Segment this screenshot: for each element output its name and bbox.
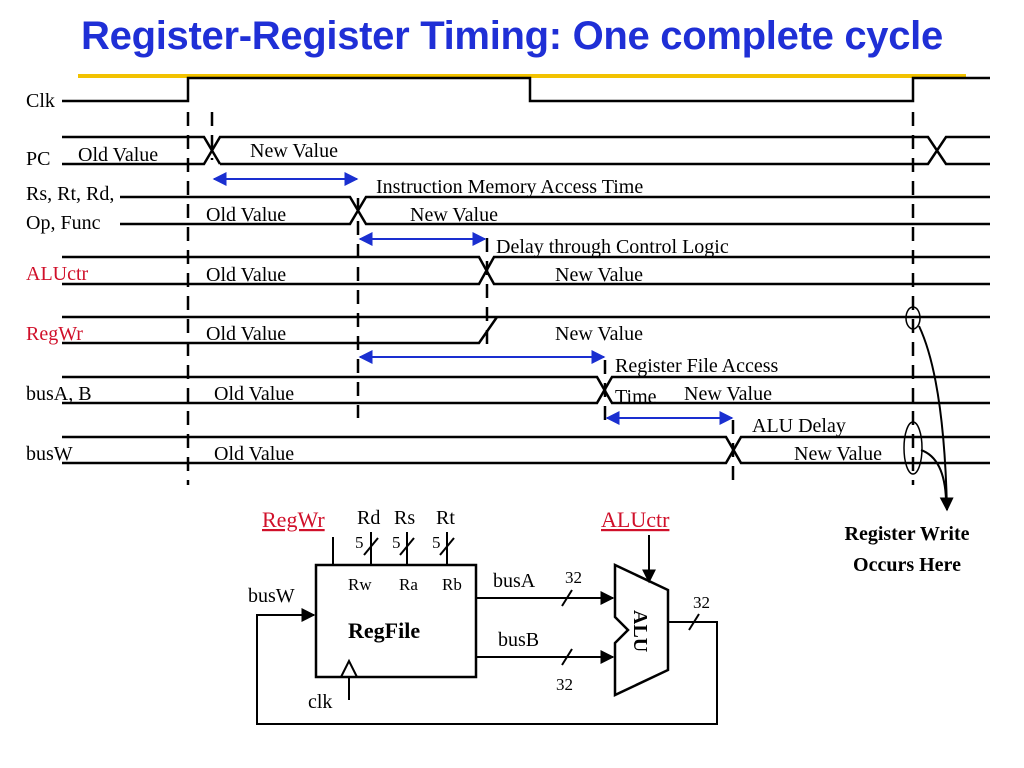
dp-busb-label: busB — [498, 629, 539, 651]
imem-delay-label: Instruction Memory Access Time — [376, 176, 643, 198]
pc-old-value: Old Value — [78, 144, 158, 166]
register-write-note-1: Register Write — [845, 523, 970, 545]
busw-waveform — [62, 435, 990, 465]
pc-new-value: New Value — [250, 140, 338, 162]
pc-waveform — [62, 135, 990, 166]
rs-new-value: New Value — [410, 204, 498, 226]
aluctr-waveform — [62, 255, 990, 286]
dp-ra-label: Ra — [399, 575, 418, 594]
dp-rs-label: Rs — [394, 507, 415, 529]
register-write-note-2: Occurs Here — [853, 554, 961, 576]
label-op-func: Op, Func — [26, 212, 101, 234]
regfile-delay-label-2: Time — [615, 386, 657, 408]
regwr-waveform — [62, 315, 990, 345]
regfile-delay-label-1: Register File Access — [615, 355, 779, 377]
dp-alu-out-width: 32 — [693, 593, 710, 612]
label-rs-rt-rd: Rs, Rt, Rd, — [26, 183, 114, 205]
label-pc: PC — [26, 148, 50, 170]
dp-rs-width: 5 — [392, 533, 401, 552]
dp-regfile-label: RegFile — [348, 618, 420, 643]
label-clk: Clk — [26, 90, 55, 112]
instruction-fields-waveform — [120, 195, 990, 226]
control-delay-label: Delay through Control Logic — [496, 236, 729, 258]
dp-busb-width: 32 — [556, 675, 573, 694]
label-aluctr: ALUctr — [26, 263, 89, 285]
dp-rd-label: Rd — [357, 507, 380, 529]
busw-old-value: Old Value — [214, 443, 294, 465]
regwr-old-value: Old Value — [206, 323, 286, 345]
regwr-write-circle — [905, 306, 921, 330]
busab-new-value: New Value — [684, 383, 772, 405]
dp-busw-label: busW — [248, 585, 295, 607]
regfile-box — [314, 563, 478, 679]
write-pointer-arrow — [918, 325, 954, 512]
dp-alu-label: ALU — [629, 610, 651, 652]
label-busab: busA, B — [26, 383, 92, 405]
busab-old-value: Old Value — [214, 383, 294, 405]
dp-busa-label: busA — [493, 570, 536, 592]
alu-shape — [613, 563, 670, 697]
aluctr-old-value: Old Value — [206, 264, 286, 286]
dp-rt-label: Rt — [436, 507, 455, 529]
rs-old-value: Old Value — [206, 204, 286, 226]
write-pointer-arrow-2 — [920, 449, 947, 501]
dp-clk-label: clk — [308, 691, 332, 713]
regwr-new-value: New Value — [555, 323, 643, 345]
busab-waveform — [62, 375, 990, 405]
busw-new-value: New Value — [794, 443, 882, 465]
clk-waveform — [62, 76, 990, 103]
alu-delay-label: ALU Delay — [752, 415, 846, 437]
dp-regwr-label: RegWr — [262, 507, 325, 532]
page-title: Register-Register Timing: One complete c… — [81, 14, 943, 58]
clock-input-triangle — [340, 658, 358, 678]
dp-rt-width: 5 — [432, 533, 441, 552]
aluctr-new-value: New Value — [555, 264, 643, 286]
label-busw: busW — [26, 443, 73, 465]
dp-rd-width: 5 — [355, 533, 364, 552]
dp-rw-label: Rw — [348, 575, 372, 594]
dp-busa-width: 32 — [565, 568, 582, 587]
datapath — [256, 532, 718, 725]
dp-aluctr-label: ALUctr — [601, 507, 670, 532]
busw-write-circle — [903, 421, 923, 475]
label-regwr: RegWr — [26, 323, 83, 345]
dp-rb-label: Rb — [442, 575, 462, 594]
